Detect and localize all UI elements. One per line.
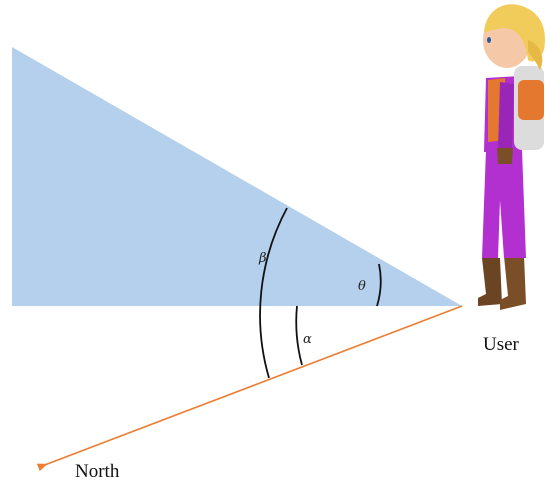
user-figure [478, 4, 546, 310]
theta-label: θ [358, 279, 366, 294]
eye [487, 37, 491, 43]
arm [498, 82, 514, 150]
beta-arc [259, 207, 288, 379]
theta-arc [376, 263, 382, 307]
left-boot [478, 258, 502, 306]
glove [497, 148, 513, 164]
alpha-arc [295, 305, 303, 366]
north-label: North [75, 461, 120, 482]
legs [482, 150, 526, 258]
alpha-label: α [303, 332, 312, 347]
beta-label: β [258, 251, 267, 266]
view-cone-wedge [12, 47, 462, 306]
user-label: User [483, 334, 520, 355]
right-boot [500, 256, 526, 310]
backpack-strap [518, 80, 544, 120]
braid [528, 40, 543, 70]
north-direction-line [36, 305, 463, 472]
